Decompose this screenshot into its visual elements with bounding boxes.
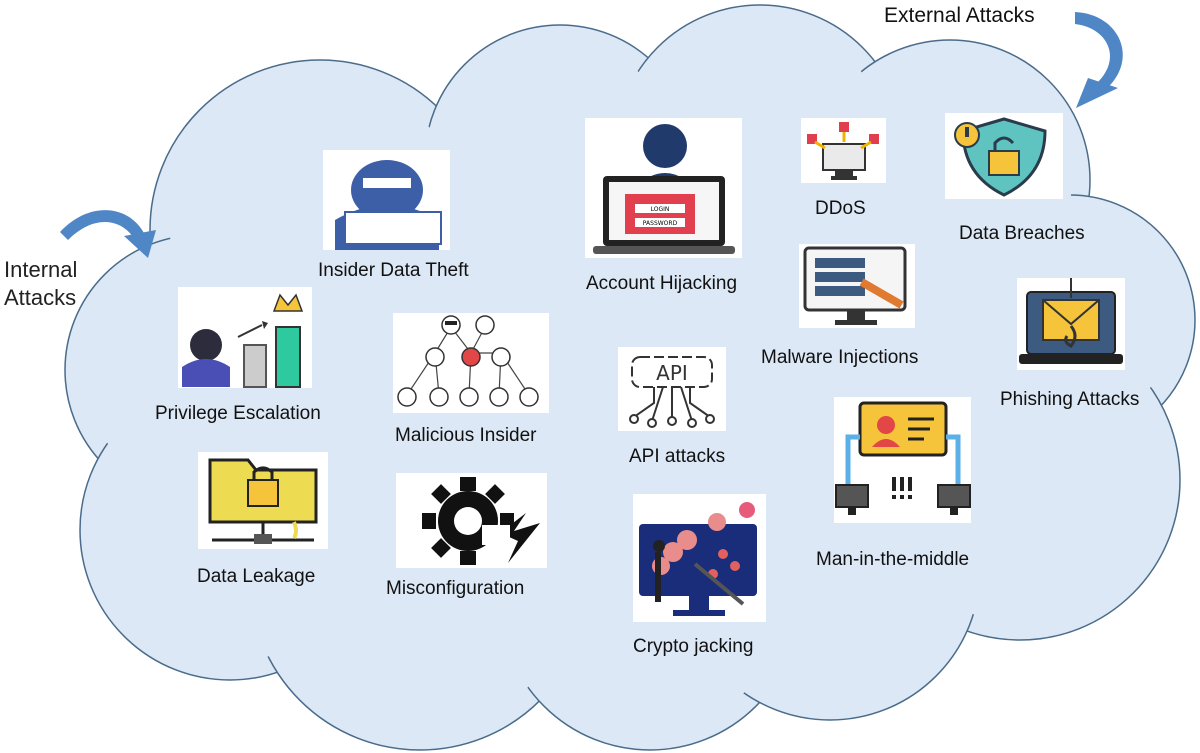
internal-label-line1: Internal xyxy=(4,257,78,282)
login-text: LOGIN xyxy=(651,206,670,213)
data-breaches-icon xyxy=(945,113,1063,199)
malicious-insider-icon xyxy=(393,313,549,413)
api-attacks-label: API attacks xyxy=(629,446,726,467)
misconfiguration-icon xyxy=(396,473,547,568)
man-in-the-middle-icon xyxy=(834,397,971,523)
man-in-the-middle-label: Man-in-the-middle xyxy=(816,549,970,570)
insider-data-theft-label: Insider Data Theft xyxy=(318,260,469,281)
data-leakage-label: Data Leakage xyxy=(197,566,316,587)
crypto-jacking-icon xyxy=(633,494,766,622)
privilege-escalation-label: Privilege Escalation xyxy=(155,403,321,424)
internal-label-line2: Attacks xyxy=(4,285,77,310)
data-leakage-icon xyxy=(198,452,328,549)
api-text: API xyxy=(656,361,688,385)
api-attacks-icon: API xyxy=(618,347,726,431)
malicious-insider-label: Malicious Insider xyxy=(395,425,537,446)
phishing-attacks-icon xyxy=(1017,278,1125,370)
external-arrow xyxy=(1075,12,1123,108)
crypto-jacking-label: Crypto jacking xyxy=(633,636,754,657)
phishing-attacks-label: Phishing Attacks xyxy=(1000,389,1140,410)
internal-arrow xyxy=(60,210,156,258)
malware-injections-icon xyxy=(799,244,915,328)
internal-attacks-label: Internal Attacks xyxy=(4,256,77,312)
ddos-label: DDoS xyxy=(815,198,866,219)
account-hijacking-icon: LOGIN PASSWORD xyxy=(585,118,742,258)
external-attacks-label: External Attacks xyxy=(884,4,1035,27)
misconfiguration-label: Misconfiguration xyxy=(386,578,525,599)
account-hijacking-label: Account Hijacking xyxy=(586,273,738,294)
ddos-icon xyxy=(801,118,886,183)
data-breaches-label: Data Breaches xyxy=(959,223,1085,244)
insider-data-theft-icon xyxy=(323,150,450,250)
privilege-escalation-icon xyxy=(178,287,312,388)
malware-injections-label: Malware Injections xyxy=(761,347,919,368)
password-text: PASSWORD xyxy=(643,220,678,227)
